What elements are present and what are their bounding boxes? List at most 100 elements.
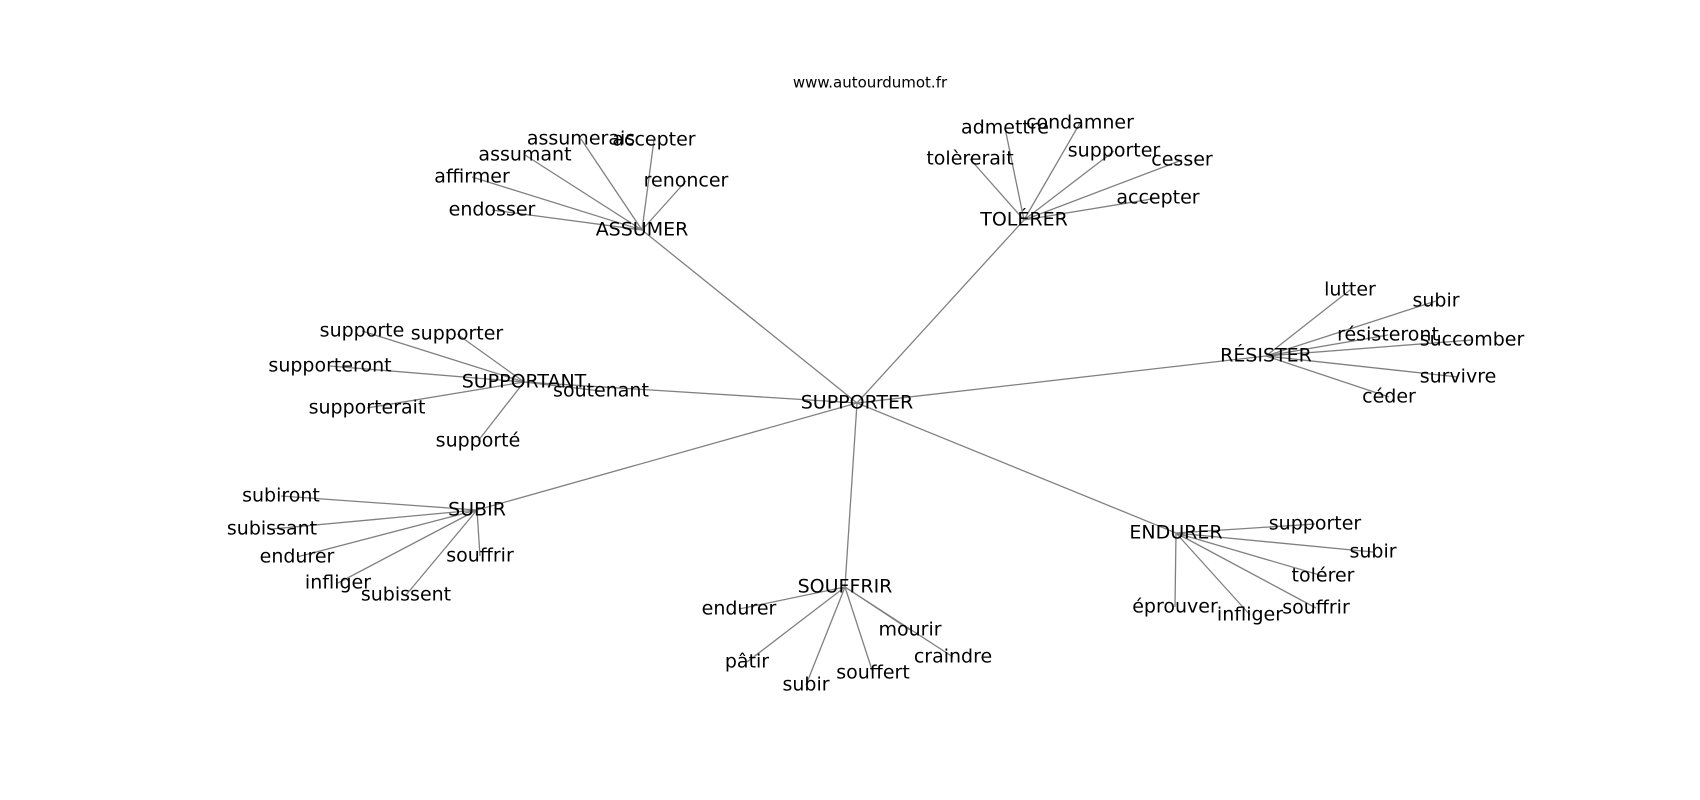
- edge-resister-5: [1265, 355, 1390, 398]
- word-node: subissent: [361, 584, 451, 606]
- edge-subir-5: [405, 509, 478, 596]
- word-node: subissant: [227, 518, 317, 540]
- word-node: subir: [1349, 541, 1396, 563]
- edge-subir-1: [271, 509, 478, 530]
- edge-supportant-0: [361, 330, 525, 383]
- edge-souffrir-3: [746, 586, 846, 663]
- word-node: subir: [782, 674, 829, 696]
- word-node: supporter: [1269, 513, 1362, 535]
- group-node-tolerer: TOLÉRER: [979, 208, 1068, 231]
- word-node: souffrir: [1282, 597, 1350, 619]
- edge-endurer-1: [1175, 532, 1374, 553]
- word-node: assumant: [478, 144, 571, 166]
- word-node: supporte: [320, 320, 405, 342]
- edge-endurer-4: [1174, 532, 1177, 608]
- group-node-assumer: ASSUMER: [596, 219, 689, 241]
- word-node: tolérer: [1292, 565, 1355, 587]
- edge-endurer-3: [1175, 532, 1317, 609]
- edge-endurer-2: [1175, 532, 1324, 577]
- edge-subir-2: [476, 509, 481, 557]
- edge-assumer-4: [471, 176, 643, 231]
- edge-resister-2: [1265, 334, 1389, 357]
- edge-resister-3: [1265, 339, 1473, 357]
- center-node: SUPPORTER: [801, 392, 913, 414]
- word-node: accepter: [612, 129, 695, 151]
- word-node: céder: [1362, 386, 1416, 408]
- edge-resister-1: [1265, 300, 1437, 357]
- word-node: infliger: [1217, 604, 1283, 626]
- word-node: affirmer: [434, 166, 510, 188]
- edge-center-supportant: [523, 381, 858, 404]
- group-node-subir: SUBIR: [448, 499, 506, 521]
- word-node: supporteront: [268, 355, 391, 377]
- word-node: supporterait: [309, 397, 426, 419]
- edge-tolerer-3: [1023, 150, 1115, 221]
- group-node-supportant: SUPPORTANT: [462, 371, 587, 393]
- edge-center-subir: [476, 402, 858, 511]
- word-node: endurer: [702, 598, 777, 620]
- graph-labels: www.autourdumot.fr assumeraisaccepterass…: [227, 74, 1525, 696]
- group-node-endurer: ENDURER: [1129, 522, 1222, 544]
- word-node: éprouver: [1132, 596, 1218, 618]
- edge-assumer-2: [524, 154, 643, 231]
- word-node: souffrir: [446, 545, 514, 567]
- edge-supportant-3: [523, 381, 602, 392]
- word-node: souffert: [836, 662, 910, 684]
- edge-resister-0: [1265, 289, 1351, 357]
- edge-tolerer-0: [1004, 127, 1025, 221]
- word-node: cesser: [1151, 149, 1213, 171]
- word-node: accepter: [1116, 187, 1199, 209]
- edge-souffrir-4: [844, 586, 874, 674]
- edge-center-souffrir: [844, 402, 858, 588]
- edge-souffrir-5: [805, 586, 846, 686]
- edge-supportant-1: [456, 333, 525, 383]
- word-node: pâtir: [725, 651, 769, 673]
- edge-center-resister: [856, 355, 1267, 404]
- word-node: endurer: [260, 546, 335, 568]
- word-node: succomber: [1420, 329, 1525, 351]
- word-node: mourir: [878, 619, 941, 641]
- edge-center-endurer: [856, 402, 1177, 534]
- word-node: renoncer: [644, 170, 729, 192]
- word-node: assumerais: [527, 128, 635, 150]
- edge-subir-0: [280, 495, 478, 511]
- group-node-souffrir: SOUFFRIR: [798, 576, 893, 598]
- edge-tolerer-1: [1023, 122, 1081, 221]
- edge-tolerer-4: [1023, 159, 1183, 221]
- edge-center-assumer: [641, 229, 858, 404]
- word-node: endosser: [449, 199, 536, 221]
- edge-endurer-0: [1175, 523, 1316, 534]
- word-node: subiront: [242, 485, 320, 507]
- word-node: survivre: [1420, 366, 1497, 388]
- edge-supportant-5: [477, 381, 525, 442]
- word-node: supporter: [1068, 140, 1161, 162]
- edge-souffrir-2: [844, 586, 954, 658]
- edge-tolerer-5: [1023, 197, 1159, 221]
- word-node: admettre: [961, 117, 1049, 139]
- edge-assumer-1: [641, 139, 655, 231]
- edge-tolerer-2: [969, 158, 1025, 221]
- edge-endurer-5: [1175, 532, 1251, 616]
- edge-resister-4: [1265, 355, 1459, 378]
- edge-assumer-0: [580, 138, 643, 231]
- word-node: condamner: [1026, 112, 1134, 134]
- edge-center-tolerer: [856, 219, 1025, 404]
- word-node: supporter: [411, 323, 504, 345]
- word-node: lutter: [1324, 279, 1376, 301]
- edge-assumer-5: [491, 209, 643, 231]
- edge-subir-3: [296, 509, 478, 558]
- word-node: soutenant: [553, 380, 649, 402]
- edge-assumer-3: [641, 180, 687, 231]
- word-node: subir: [1412, 290, 1459, 312]
- word-node: infliger: [305, 572, 371, 594]
- word-node: craindre: [914, 646, 992, 668]
- edge-souffrir-0: [738, 586, 846, 610]
- edge-supportant-2: [329, 365, 525, 383]
- site-url: www.autourdumot.fr: [793, 74, 948, 92]
- word-node: tolèrerait: [926, 148, 1013, 170]
- word-node: supporté: [436, 430, 521, 452]
- word-node: résisteront: [1337, 324, 1439, 346]
- graph-edges: [271, 122, 1473, 686]
- edge-supportant-4: [366, 381, 525, 409]
